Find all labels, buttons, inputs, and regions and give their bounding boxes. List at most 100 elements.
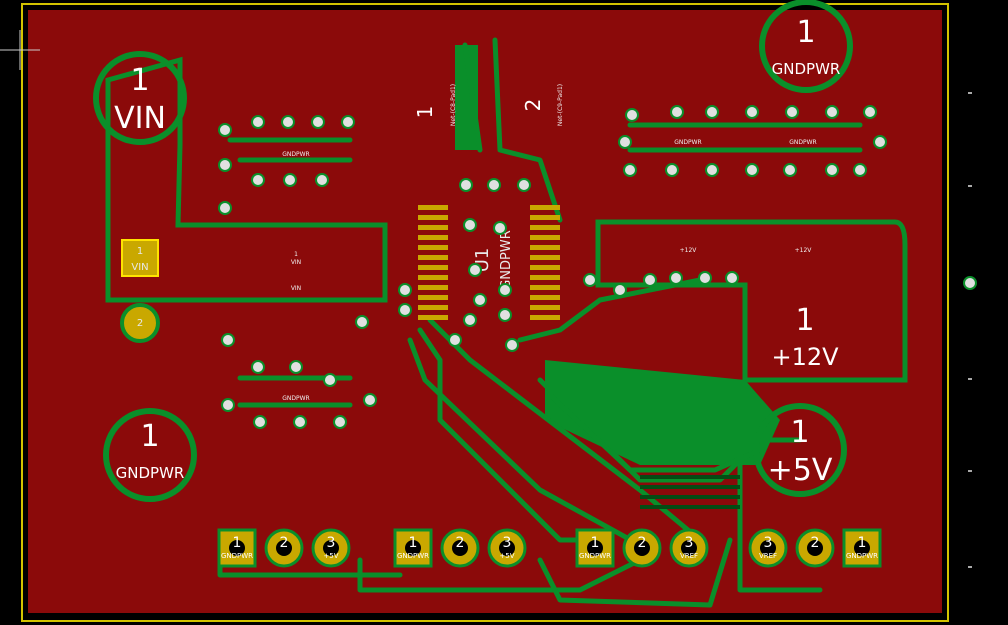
via: [221, 333, 235, 347]
header-pin-net: VREF: [680, 552, 698, 560]
via: [643, 273, 657, 287]
v12-num: 1: [795, 303, 814, 338]
via: [253, 415, 267, 429]
drill-hole: [229, 540, 245, 556]
ic-pad[interactable]: [530, 225, 560, 230]
header-pin-num: 1: [233, 535, 242, 551]
gndpwr-left-label: GNDPWR: [116, 464, 185, 482]
header-pin-num: 1: [591, 535, 600, 551]
ic-pad[interactable]: [530, 255, 560, 260]
v5-label: +5V: [768, 453, 833, 488]
conn1-label: 1: [413, 106, 437, 119]
vin-label: VIN: [114, 101, 166, 136]
header-pin-num: 1: [858, 535, 867, 551]
board-edge: [21, 3, 949, 622]
via: [293, 415, 307, 429]
ic-pad[interactable]: [530, 215, 560, 220]
header-pin-num: 2: [456, 535, 465, 551]
gndpwr-a: GNDPWR: [282, 151, 309, 158]
header-pin-num: 2: [811, 535, 820, 551]
via: [463, 218, 477, 232]
ic-pad[interactable]: [418, 255, 448, 260]
via: [251, 115, 265, 129]
ic-pad[interactable]: [530, 285, 560, 290]
vin-num-label: 1: [130, 63, 149, 98]
via: [473, 293, 487, 307]
via: [448, 333, 462, 347]
drill-hole: [276, 540, 292, 556]
via: [698, 271, 712, 285]
via: [493, 221, 507, 235]
header-pin-net: +5V: [323, 552, 338, 560]
header-pin-net: GNDPWR: [579, 552, 611, 560]
ic-pad[interactable]: [418, 285, 448, 290]
ic-pad[interactable]: [418, 275, 448, 280]
drill-hole: [323, 540, 339, 556]
header-pin-net: GNDPWR: [846, 552, 878, 560]
gndpwr-d: GNDPWR: [789, 139, 816, 146]
gndpwr-top-ring: [759, 0, 853, 93]
ic-pad[interactable]: [530, 275, 560, 280]
via: [251, 360, 265, 374]
header-pin-num: 3: [327, 535, 336, 551]
drill-hole: [681, 540, 697, 556]
ic-pad[interactable]: [530, 235, 560, 240]
mounting-holes: [93, 0, 853, 502]
ic-pad[interactable]: [418, 245, 448, 250]
gnd-pad[interactable]: [120, 303, 160, 343]
gnd-pad-num: 2: [137, 318, 143, 329]
via: [705, 105, 719, 119]
via: [315, 173, 329, 187]
via: [355, 315, 369, 329]
via: [498, 308, 512, 322]
ic-pad[interactable]: [530, 205, 560, 210]
via: [873, 135, 887, 149]
via: [785, 105, 799, 119]
ic-pad[interactable]: [418, 205, 448, 210]
v12-b: +12V: [795, 247, 813, 254]
via: [459, 178, 473, 192]
via: [487, 178, 501, 192]
ic-pad[interactable]: [418, 265, 448, 270]
vin-pad-label: VIN: [131, 262, 148, 273]
via: [463, 313, 477, 327]
via: [398, 303, 412, 317]
via: [323, 373, 337, 387]
ic-pad[interactable]: [418, 295, 448, 300]
ic-pad[interactable]: [530, 265, 560, 270]
ic-pad[interactable]: [530, 305, 560, 310]
net-label-1: Net-(C8-Pad1): [450, 84, 457, 126]
via: [218, 158, 232, 172]
mid-vin1: 1: [294, 251, 298, 258]
via: [341, 115, 355, 129]
ic-pad[interactable]: [530, 245, 560, 250]
via: [583, 273, 597, 287]
via: [468, 263, 482, 277]
via: [281, 115, 295, 129]
via: [623, 163, 637, 177]
gndpwr-left-num: 1: [140, 419, 159, 454]
ic-pad[interactable]: [530, 295, 560, 300]
via: [670, 105, 684, 119]
via: [853, 163, 867, 177]
header-pin-num: 2: [280, 535, 289, 551]
ic-pad[interactable]: [418, 225, 448, 230]
mid-vin: VIN: [291, 259, 301, 266]
vin-pad[interactable]: [121, 239, 159, 277]
ic-pad[interactable]: [418, 305, 448, 310]
via: [618, 135, 632, 149]
gndpwr-b: GNDPWR: [282, 395, 309, 402]
conn2-label: 2: [521, 99, 545, 112]
via: [745, 163, 759, 177]
ic-pad[interactable]: [530, 315, 560, 320]
via: [613, 283, 627, 297]
ic-pad[interactable]: [418, 235, 448, 240]
ic-pads-right[interactable]: [530, 205, 560, 320]
via: [333, 415, 347, 429]
ic-pad[interactable]: [418, 315, 448, 320]
ic-pad[interactable]: [418, 215, 448, 220]
ic-pads-left[interactable]: [418, 205, 448, 320]
